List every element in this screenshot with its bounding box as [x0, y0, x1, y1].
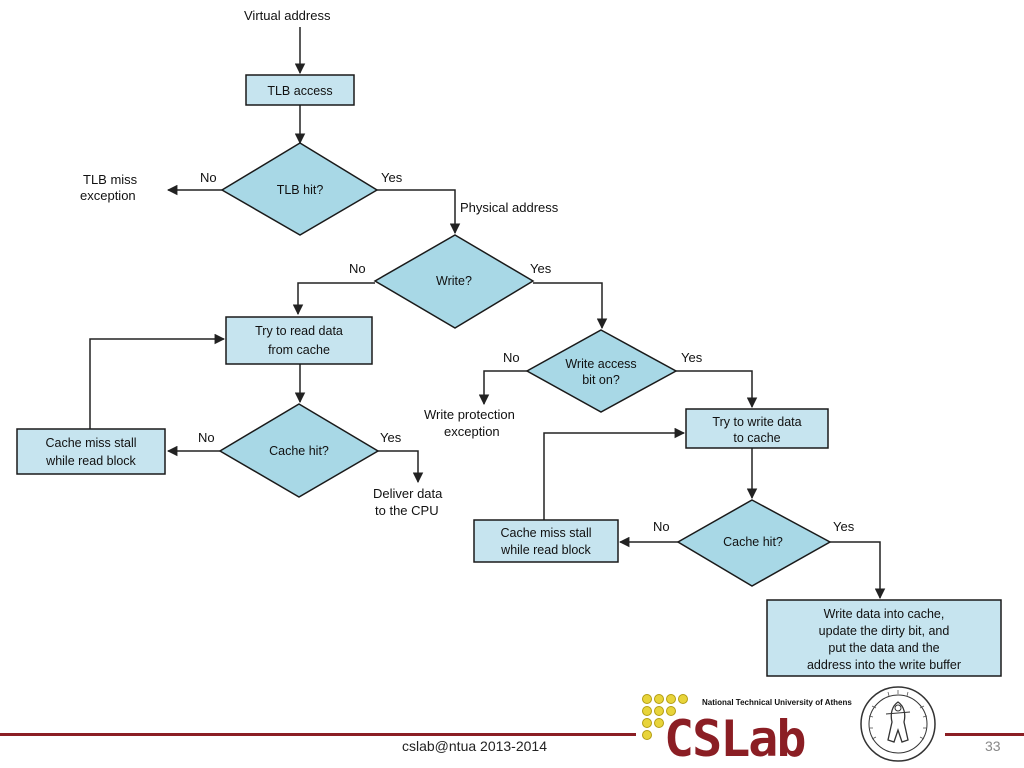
- decision-write-access: Write access bit on?: [525, 329, 678, 413]
- branch-yes-write-access: Yes: [681, 350, 703, 365]
- decision-write-access-line-2: bit on?: [582, 373, 620, 387]
- label-tlb-miss-line-2: exception: [80, 188, 136, 203]
- box-tlb-access-label: TLB access: [267, 84, 332, 98]
- box-write-miss-stall-line-2: while read block: [500, 543, 591, 557]
- branch-yes-write-cache: Yes: [833, 519, 855, 534]
- footer-rule-left: [0, 733, 636, 736]
- box-write-miss-stall: Cache miss stall while read block: [473, 519, 619, 563]
- branch-no-write-cache: No: [653, 519, 670, 534]
- label-write-protection-line-1: Write protection: [424, 407, 515, 422]
- page-number: 33: [985, 738, 1001, 754]
- label-deliver-line-2: to the CPU: [375, 503, 439, 518]
- cslab-logo: National Technical University of Athens …: [642, 686, 852, 768]
- label-tlb-miss-line-1: TLB miss: [83, 172, 138, 187]
- box-read-miss-stall-line-2: while read block: [45, 454, 136, 468]
- box-read-cache: Try to read data from cache: [225, 316, 373, 365]
- logo-dots-icon: [642, 694, 690, 742]
- logo-brand: CSLab: [664, 710, 807, 768]
- branch-no-tlb: No: [200, 170, 217, 185]
- decision-tlb-hit: TLB hit?: [220, 142, 379, 236]
- label-virtual-address: Virtual address: [244, 8, 331, 23]
- decision-read-cache-hit-label: Cache hit?: [269, 444, 329, 458]
- box-write-cache-line-1: Try to write data: [712, 415, 801, 429]
- branch-yes-read-cache: Yes: [380, 430, 402, 445]
- box-read-cache-line-2: from cache: [268, 343, 330, 357]
- box-read-miss-stall: Cache miss stall while read block: [16, 428, 166, 475]
- box-write-miss-stall-line-1: Cache miss stall: [501, 526, 592, 540]
- box-read-miss-stall-line-1: Cache miss stall: [46, 436, 137, 450]
- branch-yes-tlb: Yes: [381, 170, 403, 185]
- university-seal-icon: [860, 686, 936, 762]
- footer-rule-right: [945, 733, 1024, 736]
- branch-no-read-cache: No: [198, 430, 215, 445]
- label-deliver-line-1: Deliver data: [373, 486, 443, 501]
- connectors: [89, 27, 886, 600]
- box-write-buffer-line-4: address into the write buffer: [807, 658, 961, 672]
- footer-text: cslab@ntua 2013-2014: [402, 738, 547, 754]
- decision-write-access-line-1: Write access: [565, 357, 636, 371]
- label-write-protection-line-2: exception: [444, 424, 500, 439]
- box-write-buffer: Write data into cache, update the dirty …: [766, 599, 1002, 677]
- decision-tlb-hit-label: TLB hit?: [277, 183, 324, 197]
- box-tlb-access: TLB access: [245, 74, 355, 106]
- branch-no-write: No: [349, 261, 366, 276]
- decision-write-cache-hit: Cache hit?: [676, 499, 832, 587]
- label-physical-address: Physical address: [460, 200, 559, 215]
- box-write-cache-line-2: to cache: [733, 431, 780, 445]
- box-write-buffer-line-2: update the dirty bit, and: [819, 624, 950, 638]
- box-write-cache: Try to write data to cache: [685, 408, 829, 449]
- box-write-buffer-line-3: put the data and the: [828, 641, 939, 655]
- decision-write-label: Write?: [436, 274, 472, 288]
- logo-university: National Technical University of Athens: [702, 698, 852, 707]
- decision-read-cache-hit: Cache hit?: [218, 403, 380, 498]
- decision-write-cache-hit-label: Cache hit?: [723, 535, 783, 549]
- box-write-buffer-line-1: Write data into cache,: [824, 607, 945, 621]
- box-read-cache-line-1: Try to read data: [255, 324, 343, 338]
- branch-yes-write: Yes: [530, 261, 552, 276]
- branch-no-write-access: No: [503, 350, 520, 365]
- decision-write: Write?: [373, 234, 535, 329]
